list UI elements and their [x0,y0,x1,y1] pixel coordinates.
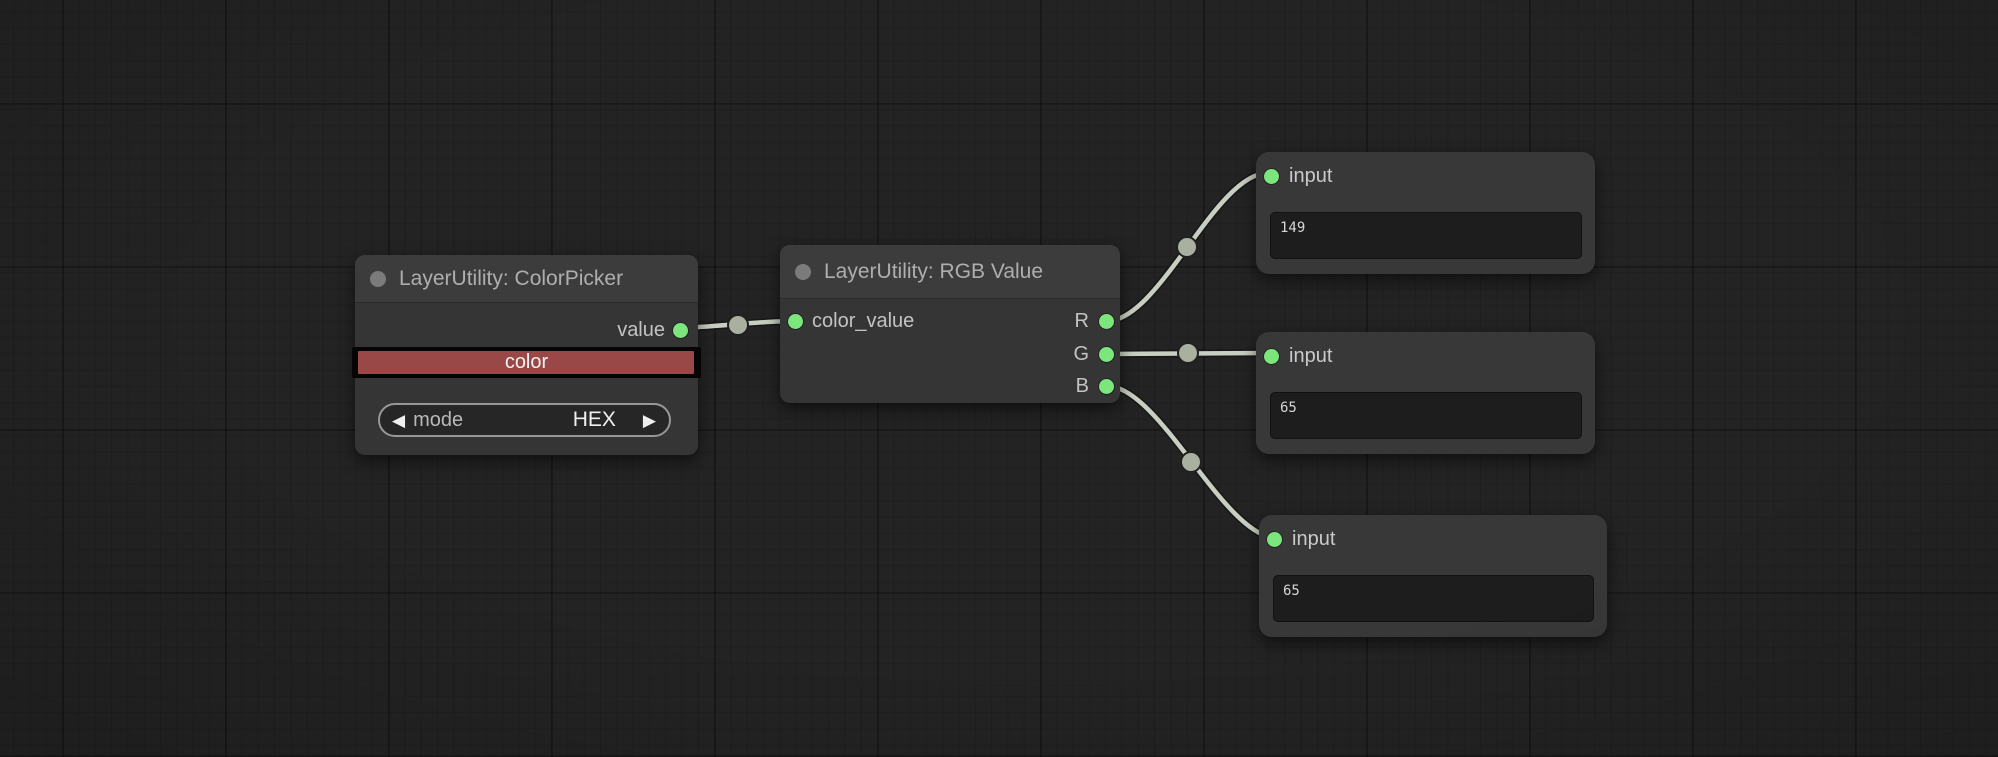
output-slot-label: value [617,318,665,341]
node-layerutility-rgb-value[interactable]: LayerUtility: RGB Value color_value R G … [780,245,1120,403]
output-slot-value[interactable]: value [617,317,688,343]
node-titlebar[interactable]: LayerUtility: RGB Value [780,245,1120,299]
link-midpoint-dot[interactable] [1176,236,1198,258]
input-slot-dot[interactable] [788,313,803,329]
input-slot-header[interactable]: input [1264,345,1332,368]
mode-combo-widget[interactable]: ◀ mode HEX ▶ [378,403,671,437]
node-title: LayerUtility: RGB Value [824,259,1044,283]
link-midpoint-dot[interactable] [1180,451,1202,473]
input-slot-dot[interactable] [1264,169,1279,184]
collapse-toggle-icon[interactable] [370,270,386,287]
input-slot-label: input [1289,345,1333,367]
output-slot-dot[interactable] [1099,378,1114,394]
input-slot-label: color_value [812,309,915,332]
input-slot-color-value[interactable]: color_value [788,308,914,334]
node-layerutility-colorpicker[interactable]: LayerUtility: ColorPicker value color ◀ … [352,255,701,455]
output-slot-r[interactable]: R [1075,308,1114,334]
wire-g-to-input2 [1103,342,1272,364]
output-slot-label: G [1073,342,1089,365]
output-slot-dot[interactable] [1099,313,1114,329]
combo-label: mode [413,408,464,431]
combo-prev-icon[interactable]: ◀ [392,410,406,430]
output-slot-g[interactable]: G [1073,341,1114,367]
input-slot-label: input [1289,165,1333,187]
collapse-toggle-icon[interactable] [795,263,811,280]
input-slot-header[interactable]: input [1267,528,1335,551]
wire-b-to-input3 [1103,382,1281,542]
node-input-blue[interactable]: input 65 [1259,515,1607,637]
output-slot-dot[interactable] [1099,346,1114,362]
input-slot-header[interactable]: input [1264,165,1332,188]
color-picker-widget[interactable]: color [352,347,701,378]
input-slot-dot[interactable] [1267,532,1282,547]
combo-value[interactable]: HEX [572,408,616,431]
wire-r-to-input1 [1103,169,1272,325]
input-slot-label: input [1292,528,1336,550]
input-slot-dot[interactable] [1264,349,1279,364]
color-widget-label: color [504,351,549,373]
color-swatch[interactable] [358,351,694,374]
value-textbox[interactable]: 65 [1273,575,1594,622]
output-slot-dot[interactable] [673,322,688,338]
link-midpoint-dot[interactable] [727,314,749,336]
node-title: LayerUtility: ColorPicker [399,266,624,290]
output-slot-b[interactable]: B [1076,373,1114,399]
node-input-red[interactable]: input 149 [1256,152,1595,274]
value-textbox[interactable]: 65 [1270,392,1582,439]
node-titlebar[interactable]: LayerUtility: ColorPicker [355,255,698,303]
output-slot-label: R [1074,309,1089,332]
link-midpoint-dot[interactable] [1177,342,1199,364]
value-textbox[interactable]: 149 [1270,212,1582,259]
node-input-green[interactable]: input 65 [1256,332,1595,454]
combo-next-icon[interactable]: ▶ [642,410,656,430]
output-slot-label: B [1075,374,1089,397]
